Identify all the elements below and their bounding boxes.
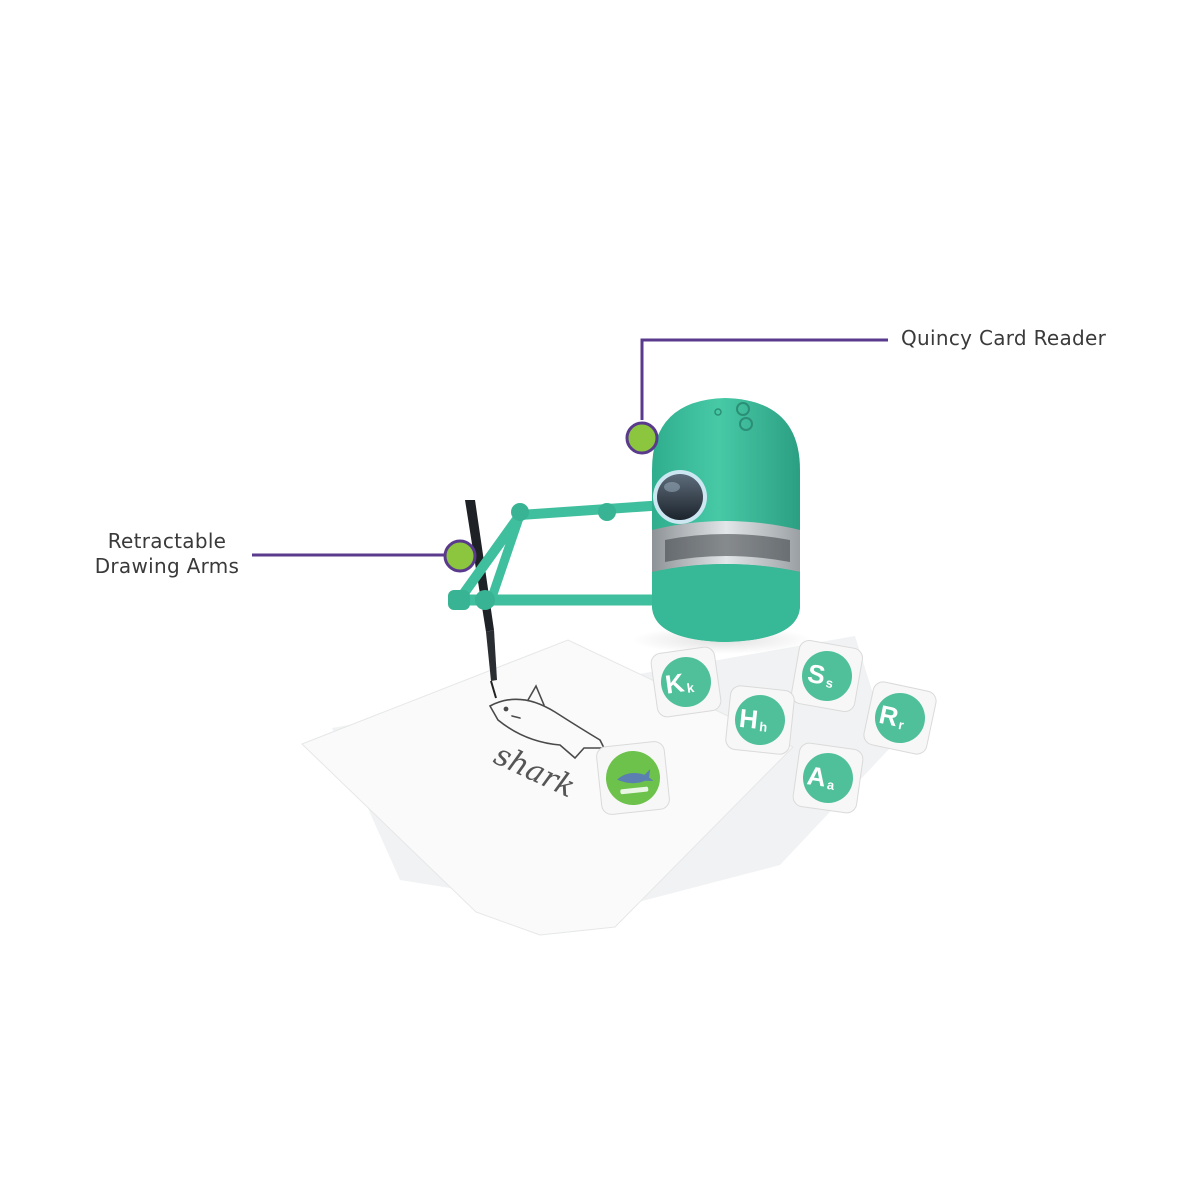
quincy-robot: [632, 398, 812, 654]
card-letter: A: [805, 760, 828, 792]
card-letter: r: [897, 717, 905, 733]
shark-doodle: [488, 684, 606, 760]
callout-drawing-arms-line-1: Retractable: [107, 529, 227, 553]
card-letter: a: [826, 777, 836, 793]
card-k: K k: [650, 646, 722, 718]
callout-dot-card-reader: [625, 421, 659, 455]
card-letter: s: [825, 675, 835, 691]
card-letter: H: [738, 703, 760, 735]
callout-card-reader-label: Quincy Card Reader: [901, 326, 1107, 350]
shark-icon: [617, 769, 654, 784]
card-h: H h: [725, 685, 795, 755]
card-shark-picture: [596, 741, 670, 815]
card-letter: h: [759, 719, 769, 735]
card-letter: S: [805, 658, 827, 691]
card-a: A a: [792, 742, 864, 814]
card-letter: K: [663, 667, 686, 699]
callout-drawing-arms-line-2: Drawing Arms: [94, 554, 240, 578]
top-button-icon: [714, 408, 722, 416]
callout-dot-drawing-arms: [443, 539, 477, 573]
callout-leaders: [252, 338, 888, 557]
card-letter: k: [686, 680, 696, 696]
callout-drawing-arms-label: Retractable Drawing Arms: [72, 529, 262, 579]
card-r: R r: [863, 681, 937, 755]
top-button-icon: [736, 402, 750, 416]
card-s: S s: [791, 640, 863, 712]
top-button-icon: [739, 417, 753, 431]
